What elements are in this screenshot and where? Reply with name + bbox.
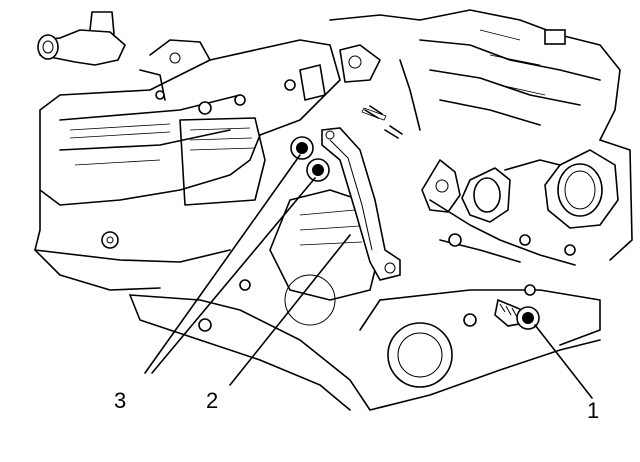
intake-manifold — [299, 9, 621, 141]
engine-block — [129, 79, 601, 411]
callout-3: 3 — [114, 388, 126, 413]
studs — [361, 105, 403, 139]
exhaust-flange — [461, 139, 633, 261]
bracket — [321, 127, 401, 281]
transmission-housing — [34, 39, 341, 291]
leader-lines — [144, 154, 593, 399]
bracket-bolts — [290, 136, 330, 182]
callout-2: 2 — [206, 388, 218, 413]
callout-1: 1 — [587, 398, 599, 423]
coolant-outlet — [37, 11, 211, 101]
mount-bolt — [494, 298, 540, 330]
